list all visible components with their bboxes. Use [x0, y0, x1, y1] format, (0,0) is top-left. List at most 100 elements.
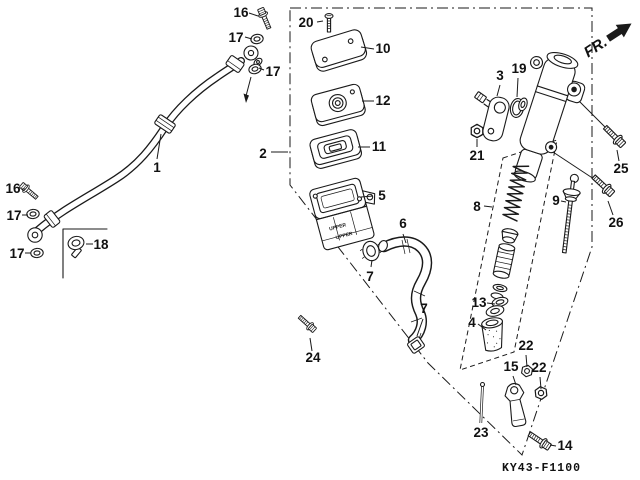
spring-part: [502, 165, 530, 222]
hose-eye-bottom: [27, 227, 43, 243]
assembly-box-2: [289, 7, 593, 456]
joint-ring-part: [359, 240, 383, 262]
banjo-bolt-part: [255, 6, 274, 31]
callout-10: 10: [375, 41, 390, 56]
sealing-washer-part: [249, 33, 265, 45]
callout-17: 17: [228, 30, 243, 45]
callout-leader-6: [402, 233, 407, 244]
callout-14: 14: [557, 438, 573, 453]
callout-16: 16: [5, 181, 21, 196]
boot-part: [481, 317, 503, 352]
oil-joint-part: [474, 91, 510, 142]
direction-arrow: [243, 76, 252, 103]
callout-leader-7: [416, 318, 424, 337]
callout-leader-17: [244, 36, 253, 40]
callout-13: 13: [471, 295, 487, 310]
callout-leader-3: [496, 84, 501, 97]
callout-17: 17: [265, 64, 280, 79]
reservoir-tank-part: UPPER UPPER: [309, 177, 376, 251]
diaphragm-plate-part: [310, 83, 366, 127]
hose-clamp-part: [407, 332, 425, 354]
washer-set-part: [485, 296, 509, 317]
flange-bolt-part: [589, 172, 617, 199]
callout-leader-22: [525, 354, 528, 368]
flange-bolt-part: [525, 428, 554, 453]
callout-26: 26: [608, 215, 624, 230]
seal-part: [501, 228, 519, 244]
flange-nut-part: [470, 123, 484, 139]
reservoir-cover-part: [310, 29, 368, 72]
callout-5: 5: [378, 188, 386, 203]
diaphragm-part: [309, 129, 363, 169]
hose-crimp-collar: [43, 210, 61, 228]
fr-label: FR.: [581, 34, 611, 61]
detail-corner-bracket: [62, 228, 108, 279]
callout-17: 17: [9, 246, 24, 261]
ring-part: [492, 283, 508, 293]
piston-part: [492, 243, 516, 279]
callout-leader-1: [156, 133, 162, 160]
reservoir-screw-part: [324, 13, 334, 33]
flange-bolt-part: [600, 122, 628, 150]
sealing-washer-part: [25, 208, 41, 220]
callout-leader-8: [483, 205, 493, 208]
fr-direction-marker: FR.: [581, 23, 632, 61]
callout-20: 20: [298, 15, 313, 30]
hose-crimp-collar: [225, 55, 245, 73]
callout-leader-7: [370, 259, 373, 268]
reservoir-hose-part: [378, 236, 433, 346]
callout-22: 22: [531, 360, 546, 375]
stay-clamp-part: [67, 235, 85, 259]
sealing-washer-part: [29, 247, 45, 259]
callout-leader-15: [512, 375, 517, 386]
callout-leader-17: [258, 67, 265, 71]
callout-leader-26: [607, 200, 614, 216]
flange-bolt-part: [296, 312, 319, 335]
callout-leader-5: [360, 195, 374, 198]
callout-leader-9: [560, 200, 567, 203]
callout-19: 19: [511, 61, 526, 76]
callout-15: 15: [503, 359, 519, 374]
callout-17: 17: [6, 208, 21, 223]
hose-eye-top: [243, 45, 263, 67]
callout-3: 3: [496, 68, 504, 83]
callout-6: 6: [399, 216, 407, 231]
reservoir-marking-text: UPPER: [329, 222, 348, 232]
cotter-pin-part: [479, 381, 486, 424]
hose-crimp-collar: [154, 114, 176, 134]
reservoir-marking-text: UPPER: [335, 231, 354, 241]
callout-22: 22: [518, 338, 533, 353]
callout-25: 25: [613, 161, 629, 176]
callout-4: 4: [468, 315, 476, 330]
callout-2: 2: [259, 146, 267, 161]
callout-leader-20: [316, 20, 324, 23]
callout-18: 18: [93, 237, 109, 252]
banjo-bolt-part: [17, 180, 41, 202]
callout-1: 1: [153, 160, 161, 175]
callout-leader-4: [477, 323, 487, 331]
callout-leader-14: [549, 444, 557, 447]
callout-7: 7: [420, 301, 428, 316]
callout-leader-24: [309, 337, 313, 352]
callout-leader-25: [616, 149, 620, 162]
callout-23: 23: [473, 425, 489, 440]
callout-8: 8: [473, 199, 481, 214]
callout-21: 21: [469, 148, 485, 163]
callout-16: 16: [233, 5, 249, 20]
callout-24: 24: [305, 350, 321, 365]
callout-9: 9: [552, 193, 560, 208]
diagram-code: KY43-F1100: [502, 462, 581, 475]
callout-7: 7: [366, 269, 374, 284]
callout-leader-13: [486, 302, 496, 305]
callout-leader-22: [539, 376, 542, 390]
rod-joint-part: [504, 382, 527, 428]
brake-hose-part: [27, 45, 263, 243]
callout-leader-19: [516, 77, 519, 98]
callout-leader-16: [248, 12, 259, 17]
callout-leader-10: [360, 46, 375, 50]
push-rod-part: [561, 173, 581, 254]
master-cylinder-part: [513, 51, 586, 183]
callout-12: 12: [375, 93, 390, 108]
